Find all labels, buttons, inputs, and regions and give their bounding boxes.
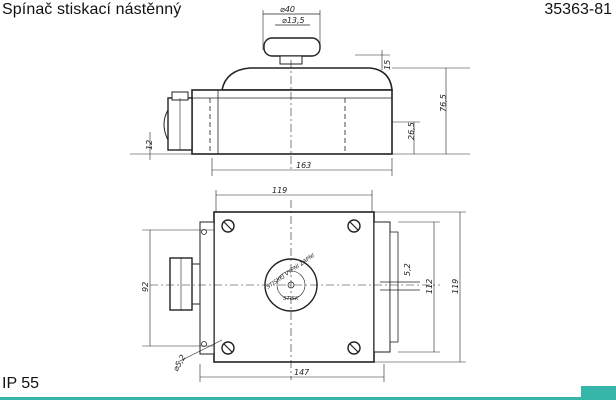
side-view bbox=[130, 10, 470, 176]
plan-view bbox=[142, 190, 466, 382]
dim-hole: ⌀5,2 bbox=[171, 353, 188, 373]
dim-height-total: 76,5 bbox=[439, 94, 448, 112]
dim-top: 15 bbox=[383, 60, 392, 70]
dim-width-bottom: 147 bbox=[294, 368, 310, 377]
footer-accent-line bbox=[0, 397, 616, 400]
dim-hole-spacing: 92 bbox=[141, 282, 150, 292]
dim-button-inner: ⌀13,5 bbox=[282, 16, 305, 25]
dim-cable: 5,2 bbox=[403, 263, 412, 276]
dim-button-outer: ⌀40 bbox=[280, 5, 295, 14]
footer-accent-block bbox=[581, 386, 616, 400]
page-title: Spínač stiskací nástěnný bbox=[2, 1, 182, 18]
button-center-label: STISK bbox=[283, 296, 299, 302]
dim-gland-height: 26,5 bbox=[407, 122, 416, 140]
dim-length: 163 bbox=[296, 161, 311, 170]
dim-width-top: 119 bbox=[272, 186, 287, 195]
dim-base: 12 bbox=[145, 140, 154, 150]
product-code: 35363-81 bbox=[544, 1, 612, 18]
dim-height-right: 119 bbox=[451, 279, 460, 294]
dim-right-inner: 112 bbox=[425, 279, 434, 294]
ip-rating: IP 55 bbox=[2, 375, 40, 392]
